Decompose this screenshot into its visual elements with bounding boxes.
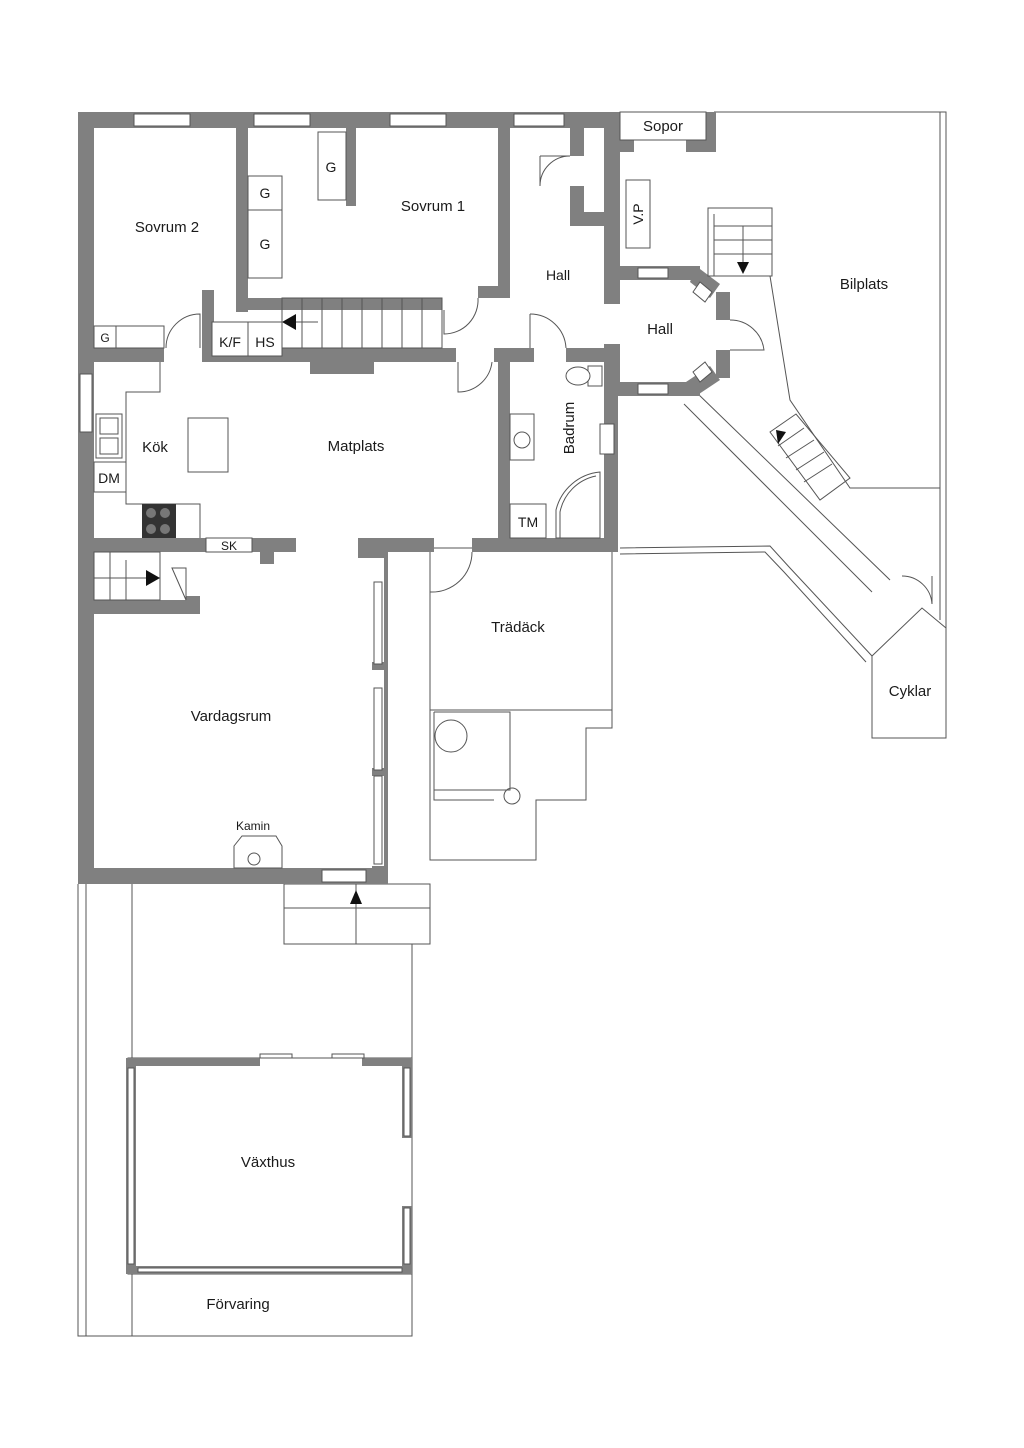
fixture-labels: G G G G V.P K/F HS DM SK TM Kamin xyxy=(98,159,646,833)
stair-treads-diagonal xyxy=(777,427,833,483)
label-dm: DM xyxy=(98,470,120,486)
doors xyxy=(165,155,933,605)
label-tradack: Trädäck xyxy=(491,619,545,636)
stairs xyxy=(93,207,851,904)
label-hall-lower: Hall xyxy=(647,321,673,338)
label-g-wardrobe-low: G xyxy=(260,236,271,252)
label-sopor: Sopor xyxy=(643,118,683,135)
label-bilplats: Bilplats xyxy=(840,276,888,293)
greenhouse xyxy=(126,1053,413,1275)
fixtures xyxy=(93,131,651,869)
label-kok: Kök xyxy=(142,439,168,456)
label-vp: V.P xyxy=(630,203,646,224)
label-g-wardrobe-top: G xyxy=(326,159,337,175)
label-tm: TM xyxy=(518,514,538,530)
label-kamin: Kamin xyxy=(236,819,270,833)
label-hall-upper: Hall xyxy=(546,267,570,283)
label-g-sovrum2: G xyxy=(100,331,109,345)
label-sk: SK xyxy=(221,539,237,553)
label-matplats: Matplats xyxy=(328,438,385,455)
windows xyxy=(79,113,713,883)
label-badrum: Badrum xyxy=(561,402,578,455)
label-hs: HS xyxy=(255,334,274,350)
room-labels: Sovrum 2 Sovrum 1 Hall Hall Sopor Bilpla… xyxy=(135,118,931,1313)
label-cyklar: Cyklar xyxy=(889,683,932,700)
label-g-wardrobe-mid: G xyxy=(260,185,271,201)
label-forvaring: Förvaring xyxy=(206,1296,269,1313)
label-sovrum1: Sovrum 1 xyxy=(401,198,465,215)
label-kf: K/F xyxy=(219,334,241,350)
stair-treads xyxy=(301,298,423,348)
label-vaxthus: Växthus xyxy=(241,1154,295,1171)
label-vardagsrum: Vardagsrum xyxy=(191,708,272,725)
walls xyxy=(78,111,730,884)
label-sovrum2: Sovrum 2 xyxy=(135,219,199,236)
